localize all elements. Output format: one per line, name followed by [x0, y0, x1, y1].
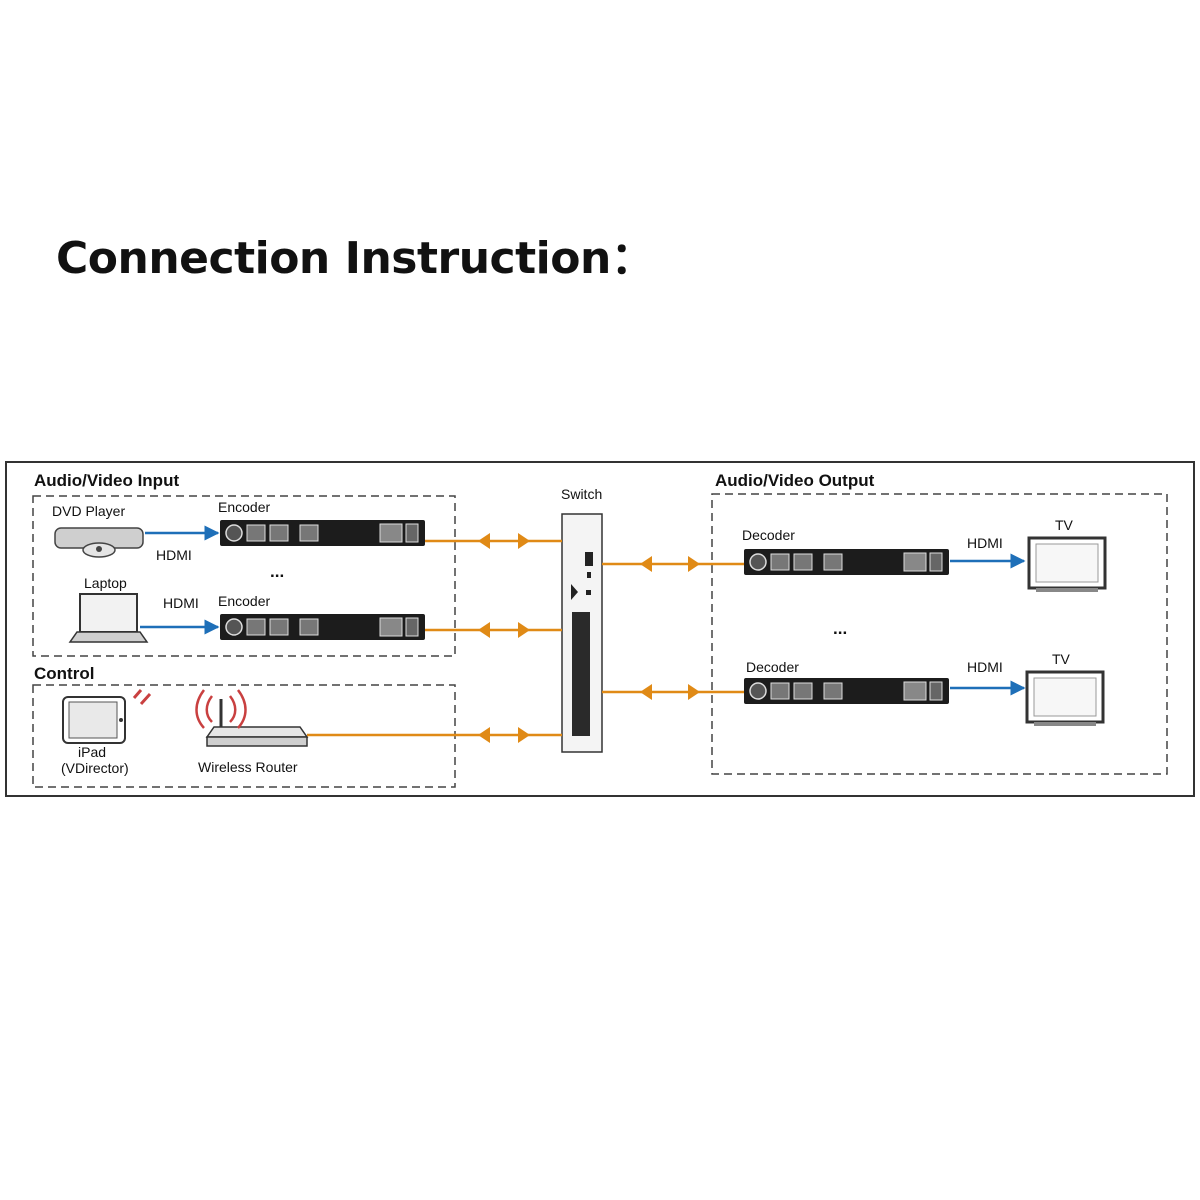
page-title: Connection Instruction： — [56, 233, 655, 284]
switch-device — [561, 513, 603, 753]
tv-icon-1 — [1027, 536, 1107, 592]
ipad-icon — [62, 696, 126, 744]
ipad-app-label: (VDirector) — [61, 760, 129, 776]
encoder-label-2: Encoder — [218, 593, 270, 609]
hdmi-label-laptop: HDMI — [163, 595, 199, 611]
decoder-ellipsis: ... — [833, 619, 847, 638]
encoder-device-1 — [219, 519, 426, 547]
output-group — [711, 493, 1168, 775]
laptop-icon — [68, 593, 149, 643]
encoder-ellipsis: ... — [270, 562, 284, 581]
output-section-label: Audio/Video Output — [715, 471, 875, 490]
bidirectional-arrows — [478, 533, 700, 743]
tv-label-1: TV — [1055, 517, 1074, 533]
control-section-label: Control — [34, 664, 94, 683]
decoder-label-2: Decoder — [746, 659, 799, 675]
decoder-device-2 — [743, 677, 950, 705]
tv-icon-2 — [1025, 670, 1105, 726]
laptop-label: Laptop — [84, 575, 127, 591]
wireless-router-icon — [195, 689, 309, 747]
hdmi-label-tv-2: HDMI — [967, 659, 1003, 675]
wireless-router-label: Wireless Router — [198, 759, 298, 775]
encoder-label-1: Encoder — [218, 499, 270, 515]
tv-label-2: TV — [1052, 651, 1071, 667]
input-group — [32, 495, 456, 657]
hdmi-label-tv-1: HDMI — [967, 535, 1003, 551]
diagram-frame — [5, 461, 1195, 797]
decoder-device-1 — [743, 548, 950, 576]
encoder-device-2 — [219, 613, 426, 641]
switch-label: Switch — [561, 486, 602, 502]
decoder-label-1: Decoder — [742, 527, 795, 543]
input-section-label: Audio/Video Input — [34, 471, 179, 490]
wireless-signal-icon — [132, 689, 152, 706]
dvd-player-label: DVD Player — [52, 503, 125, 519]
dvd-player-icon — [54, 527, 144, 558]
hdmi-label-dvd: HDMI — [156, 547, 192, 563]
ipad-label: iPad — [78, 744, 106, 760]
